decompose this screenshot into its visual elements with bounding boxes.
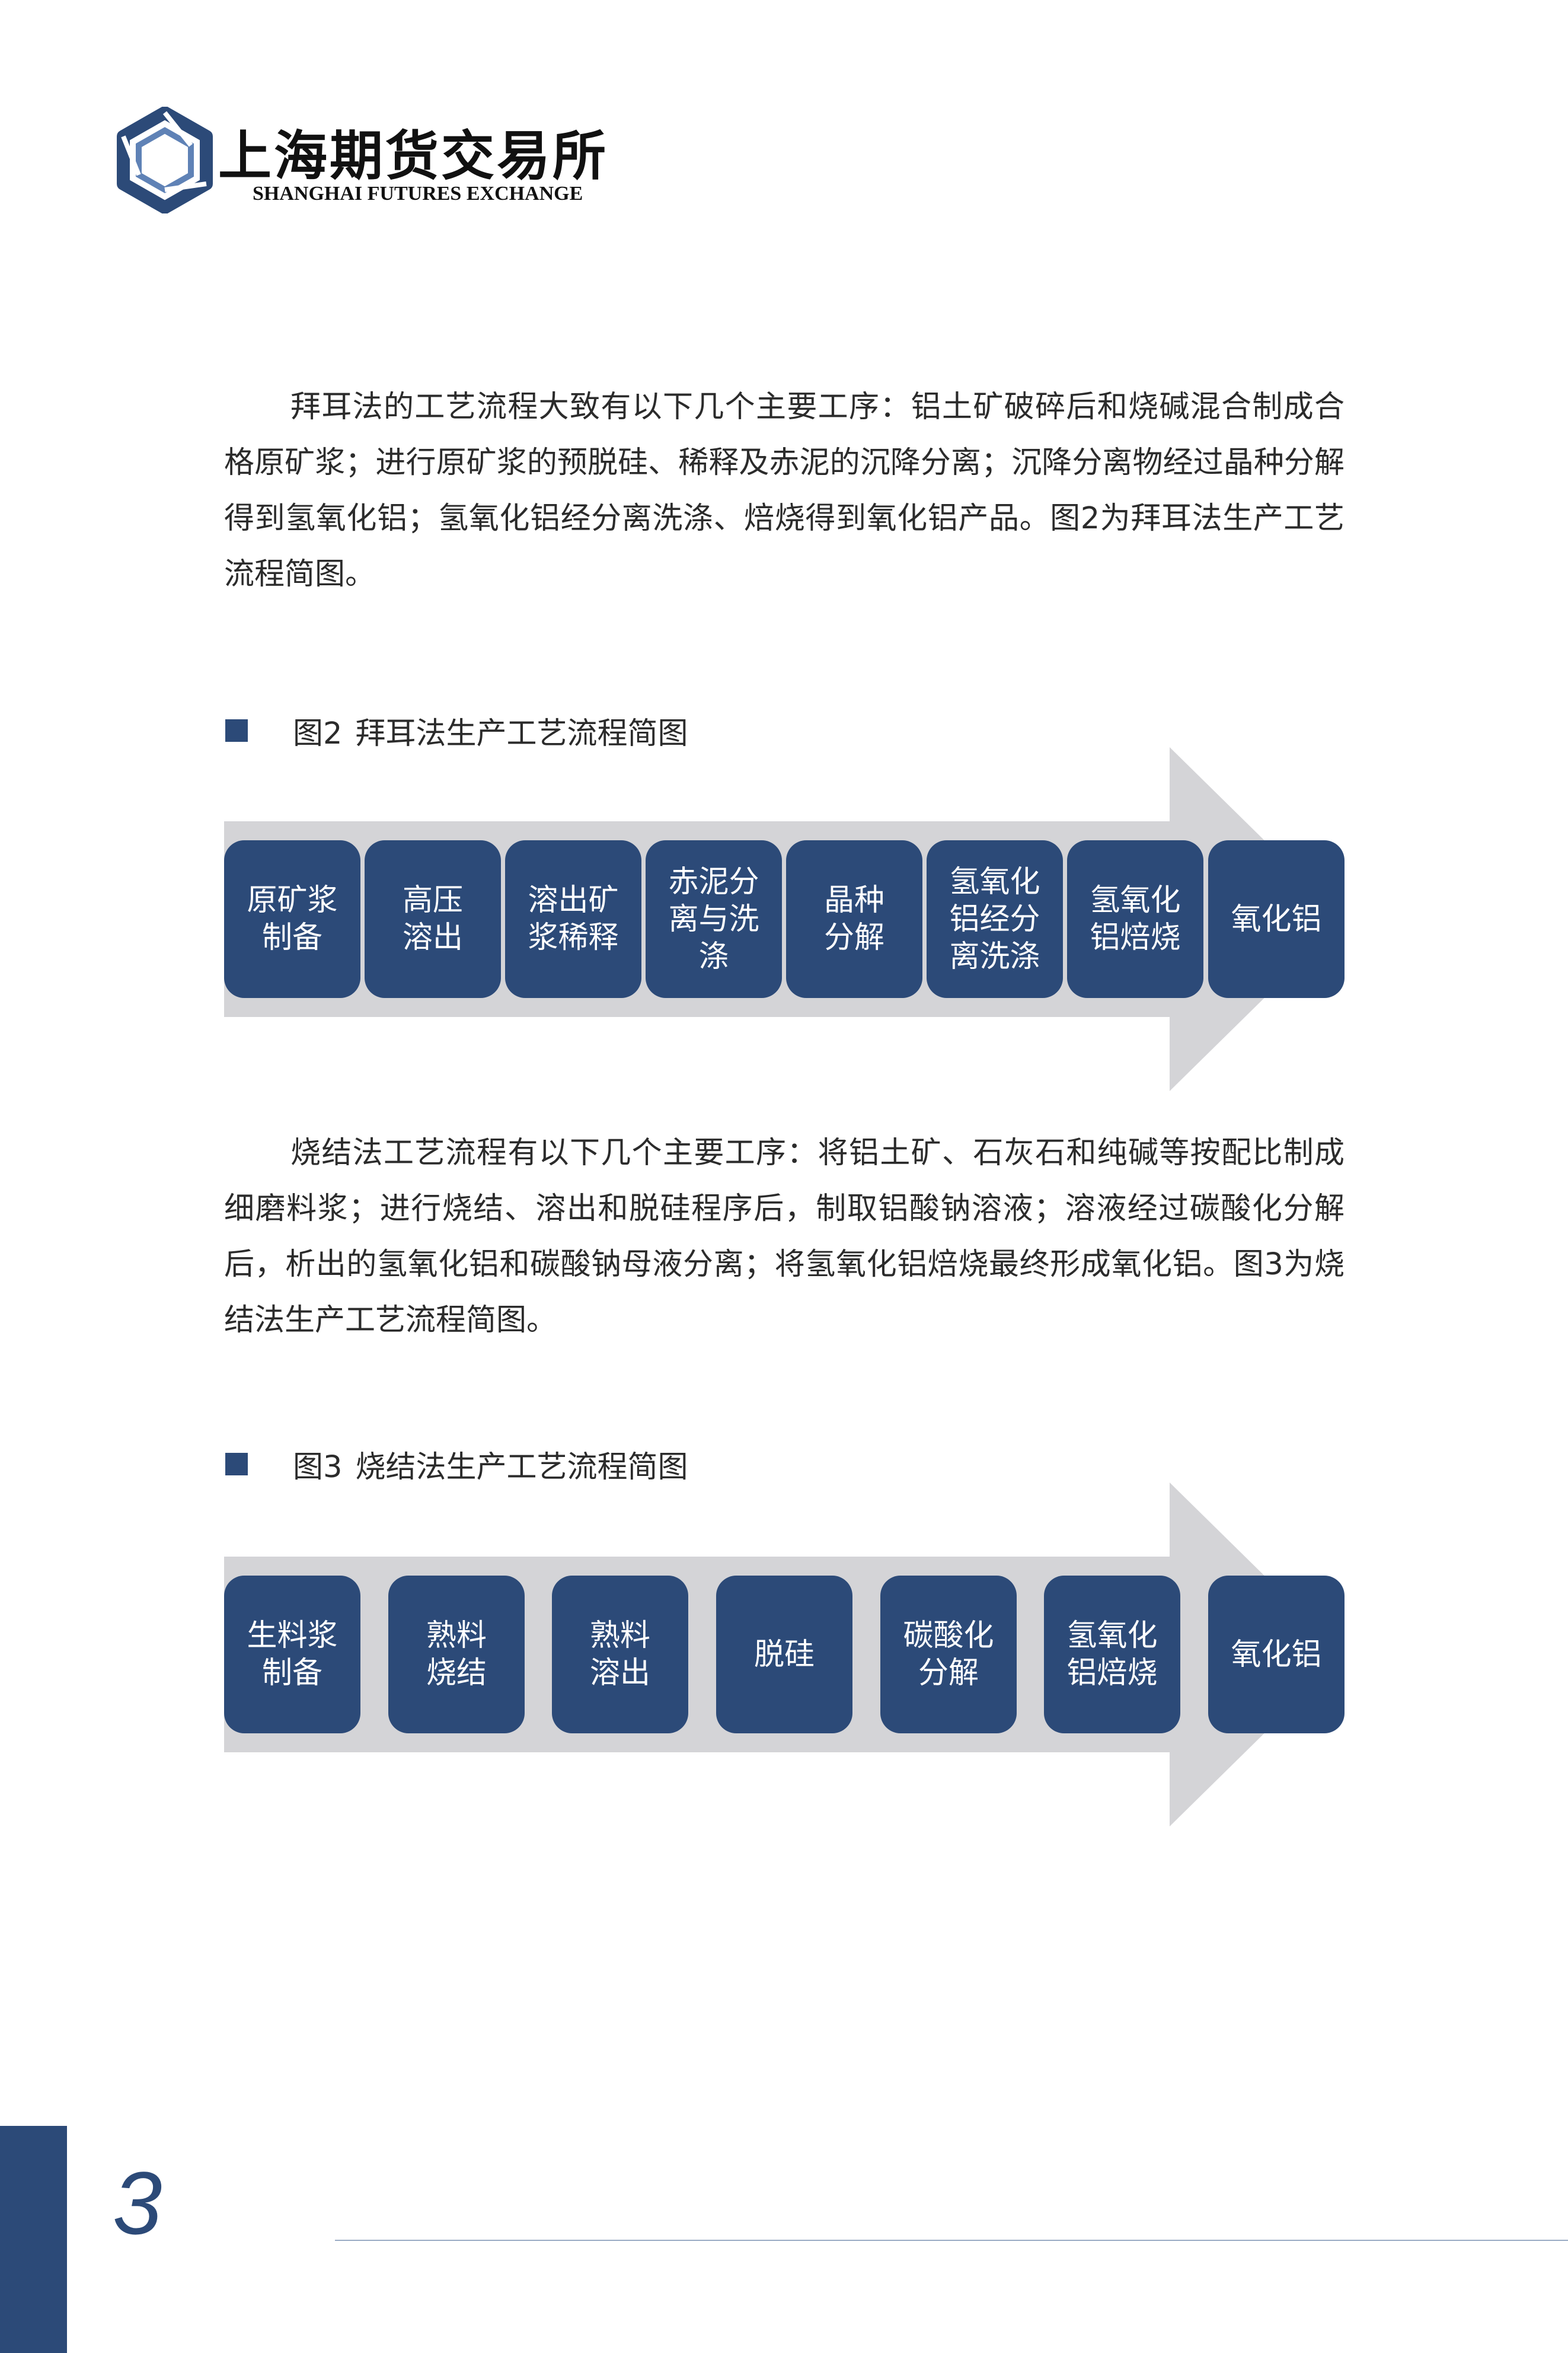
flow-arrow-shape [224, 747, 1345, 1091]
hexagon-logo-icon [117, 107, 213, 213]
bayer-process-paragraph: 拜耳法的工艺流程大致有以下几个主要工序：铝土矿破碎后和烧碱混合制成合格原矿浆；进… [224, 390, 1345, 592]
bayer-flow-diagram: 原矿浆 制备 高压 溶出 溶出矿 浆稀释 赤泥分 离与洗 涤 晶种 分解 氢氧化… [224, 747, 1345, 1091]
caption-square-icon [225, 1453, 248, 1475]
flow-step: 赤泥分 离与洗 涤 [646, 840, 782, 998]
footer-divider [335, 2240, 1568, 2241]
exchange-logo: 上海期货交易所 SHANGHAI FUTURES EXCHANGE [111, 107, 606, 213]
flow-step: 碳酸化 分解 [880, 1576, 1017, 1733]
caption-square-icon [225, 719, 248, 742]
flow-step: 熟料 溶出 [552, 1576, 688, 1733]
flow-step: 熟料 烧结 [388, 1576, 525, 1733]
flow-step: 氢氧化 铝经分 离洗涤 [927, 840, 1063, 998]
flow-step: 氧化铝 [1208, 1576, 1345, 1733]
flow-step: 原矿浆 制备 [224, 840, 360, 998]
flow-step: 生料浆 制备 [224, 1576, 360, 1733]
flow-step: 氢氧化 铝焙烧 [1044, 1576, 1180, 1733]
flow-step: 高压 溶出 [365, 840, 501, 998]
page-number: 3 [113, 2153, 162, 2253]
figure3-caption: 图3 烧结法生产工艺流程简图 [225, 1443, 688, 1485]
figure2-title: 拜耳法生产工艺流程简图 [355, 716, 688, 751]
flow-step: 晶种 分解 [786, 840, 922, 998]
figure2-caption: 图2 拜耳法生产工艺流程简图 [225, 710, 688, 751]
flow-step: 氢氧化 铝焙烧 [1067, 840, 1203, 998]
flow-step: 氧化铝 [1208, 840, 1345, 998]
logo-chinese-name: 上海期货交易所 [218, 125, 608, 187]
flow-step: 脱硅 [716, 1576, 852, 1733]
figure2-number: 图2 [293, 716, 343, 751]
figure3-title: 烧结法生产工艺流程简图 [355, 1450, 688, 1485]
figure3-number: 图3 [293, 1450, 343, 1485]
flow-step: 溶出矿 浆稀释 [505, 840, 641, 998]
sintering-flow-diagram: 生料浆 制备 熟料 烧结 熟料 溶出 脱硅 碳酸化 分解 氢氧化 铝焙烧 氧化铝 [224, 1482, 1345, 1826]
sintering-process-paragraph: 烧结法工艺流程有以下几个主要工序：将铝土矿、石灰石和纯碱等按配比制成细磨料浆；进… [224, 1136, 1345, 1338]
logo-english-name: SHANGHAI FUTURES EXCHANGE [253, 183, 583, 205]
footer-accent-bar [0, 2126, 67, 2353]
